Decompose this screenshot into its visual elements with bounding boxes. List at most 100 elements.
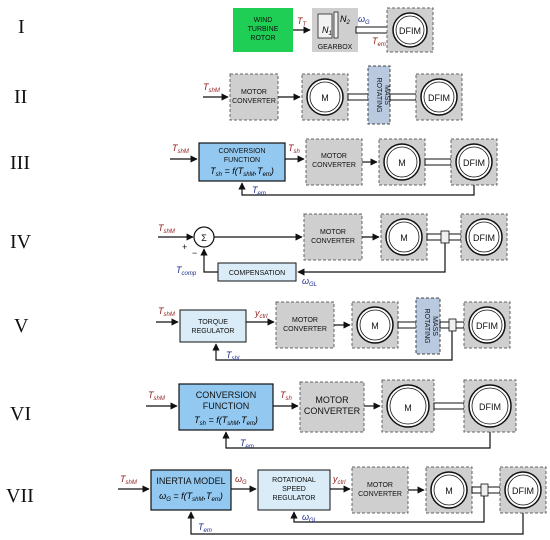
converter-label-V: CONVERTER <box>283 326 327 333</box>
motor-converter-block-VII <box>351 466 409 514</box>
mass-label-II: MASS <box>383 85 390 105</box>
row-VII: TshM INERTIA MODEL ωG = f(TshM,Tem) ωG R… <box>118 466 547 535</box>
feedback-Tem-III <box>238 182 475 196</box>
signal-Tem-VI: Tem <box>240 438 254 450</box>
conversion-label-III: CONVERSION <box>218 148 265 155</box>
gearbox-label: GEARBOX <box>318 44 353 51</box>
mass-label-V: MASS <box>431 316 438 336</box>
regulator-label-VII: REGULATOR <box>273 495 316 502</box>
motor-M-V: M <box>371 321 379 331</box>
row-label-I: I <box>18 16 25 38</box>
row-label-VI: VI <box>10 403 31 425</box>
motor-label-V: MOTOR <box>292 317 318 324</box>
signal-omega-GL-IV: ωGL <box>302 276 317 288</box>
inertia-model-block <box>150 469 232 511</box>
rotating-label-V: ROTATING <box>423 308 430 343</box>
converter-label-VI: CONVERTER <box>304 406 361 416</box>
inertia-model-label: INERTIA MODEL <box>156 476 225 486</box>
row-III: TshM CONVERSION FUNCTION Tsh = f(TshM,Te… <box>170 138 498 197</box>
conversion-formula-VI: Tsh = f(TshM,Tem) <box>194 415 258 427</box>
signal-Tsh-VI: Tsh <box>280 390 293 402</box>
motor-label-IV: MOTOR <box>320 229 346 236</box>
signal-TshM-II: TshM <box>203 82 220 94</box>
wind-label: WIND <box>254 17 273 24</box>
converter-label-II: CONVERTER <box>232 98 276 105</box>
function-label-VI: FUNCTION <box>203 401 250 411</box>
dfim-label-II: DFIM <box>428 93 450 103</box>
signal-omega-G-VII: ωG <box>235 474 247 486</box>
motor-M-II: M <box>321 93 329 103</box>
motor-M-IV: M <box>400 233 408 243</box>
motor-label-III: MOTOR <box>321 153 347 160</box>
motor-converter-block-II <box>229 73 279 121</box>
signal-TshM-V: TshM <box>158 306 175 318</box>
signal-T-T: TT <box>297 16 308 28</box>
rotational-speed-regulator-block <box>257 469 331 511</box>
motor-converter-block-III <box>305 138 363 186</box>
speed-sensor-IV <box>440 230 450 244</box>
conversion-formula-III: Tsh = f(TshM,Tem) <box>210 166 274 178</box>
signal-TshM-III: TshM <box>172 143 189 155</box>
row-IV: TshM Σ + − MOTOR CONVERTER M DFIM COMPEN… <box>158 213 508 288</box>
rotating-mass-block-V <box>415 297 441 355</box>
signal-yctrl-VII: yctrl <box>332 474 346 486</box>
dfim-label-IV: DFIM <box>473 233 495 243</box>
dfim-label-VI: DFIM <box>479 402 501 412</box>
motor-label-VII: MOTOR <box>367 482 393 489</box>
converter-label-IV: CONVERTER <box>311 238 355 245</box>
minus-sign: − <box>192 248 197 258</box>
converter-label-III: CONVERTER <box>312 162 356 169</box>
motor-converter-block-IV <box>303 213 363 261</box>
conversion-function-block-III <box>198 142 286 182</box>
row-label-VII: VII <box>6 485 34 507</box>
conversion-function-block-VI <box>178 383 274 431</box>
motor-M-VI: M <box>404 403 412 413</box>
row-VI: TshM CONVERSION FUNCTION Tsh = f(TshM,Te… <box>146 379 517 450</box>
signal-Tsh-III: Tsh <box>288 143 301 155</box>
rotating-label-II: ROTATING <box>375 77 382 112</box>
turbine-label: TURBINE <box>248 26 279 33</box>
converter-label-VII: CONVERTER <box>358 491 402 498</box>
row-label-V: V <box>14 315 29 337</box>
motor-label-II: MOTOR <box>241 89 267 96</box>
regulator-label-V: REGULATOR <box>192 328 235 335</box>
motor-M-VII: M <box>445 486 453 496</box>
signal-TshM-IV: TshM <box>158 223 175 235</box>
inertia-formula: ωG = f(TshM,Tem) <box>159 491 223 503</box>
dfim-label-V: DFIM <box>476 321 498 331</box>
wind-turbine-rotor-block <box>233 8 293 52</box>
signal-yctrl-V: yctrl <box>254 308 268 320</box>
function-label-III: FUNCTION <box>224 157 260 164</box>
plus-sign: + <box>182 242 187 252</box>
shaft-I <box>355 26 389 34</box>
gear-ratio-N2: N2 <box>340 14 351 26</box>
gear-ratio-N1: N1 <box>322 25 332 37</box>
signal-omega-G: ωG <box>358 14 370 26</box>
compensation-label: COMPENSATION <box>229 270 285 277</box>
row-II: TshM MOTOR CONVERTER M ROTATING MASS DFI… <box>203 65 463 125</box>
sigma-symbol: Σ <box>201 233 207 243</box>
signal-TshM-VI: TshM <box>148 390 165 402</box>
motor-label-VI: MOTOR <box>315 395 349 405</box>
row-I: WIND TURBINE ROTOR TT N1 N2 GEARBOX ωG T… <box>233 7 434 53</box>
speed-label: SPEED <box>282 486 306 493</box>
signal-omega-GL-VII: ωGL <box>302 512 317 524</box>
motor-M-III: M <box>398 158 406 168</box>
motor-converter-block-V <box>275 301 335 349</box>
row-label-III: III <box>10 152 30 174</box>
signal-TshM-VII: TshM <box>120 474 137 486</box>
speed-sensor-VII <box>480 483 489 497</box>
torque-regulator-block <box>179 309 247 343</box>
gear-shaft-icon <box>333 11 339 39</box>
signal-TshL: TshL <box>226 350 241 362</box>
signal-Tem-VII: Tem <box>198 522 212 534</box>
rotational-label: ROTATIONAL <box>272 477 316 484</box>
dfim-label-VII: DFIM <box>512 486 534 496</box>
motor-converter-block-VI <box>299 381 365 433</box>
signal-Tcomp: Tcomp <box>176 265 197 277</box>
signal-Tem-III: Tem <box>252 185 266 197</box>
dfim-label-III: DFIM <box>463 158 485 168</box>
gear-1-icon <box>317 13 333 39</box>
rotor-label: ROTOR <box>250 35 275 42</box>
